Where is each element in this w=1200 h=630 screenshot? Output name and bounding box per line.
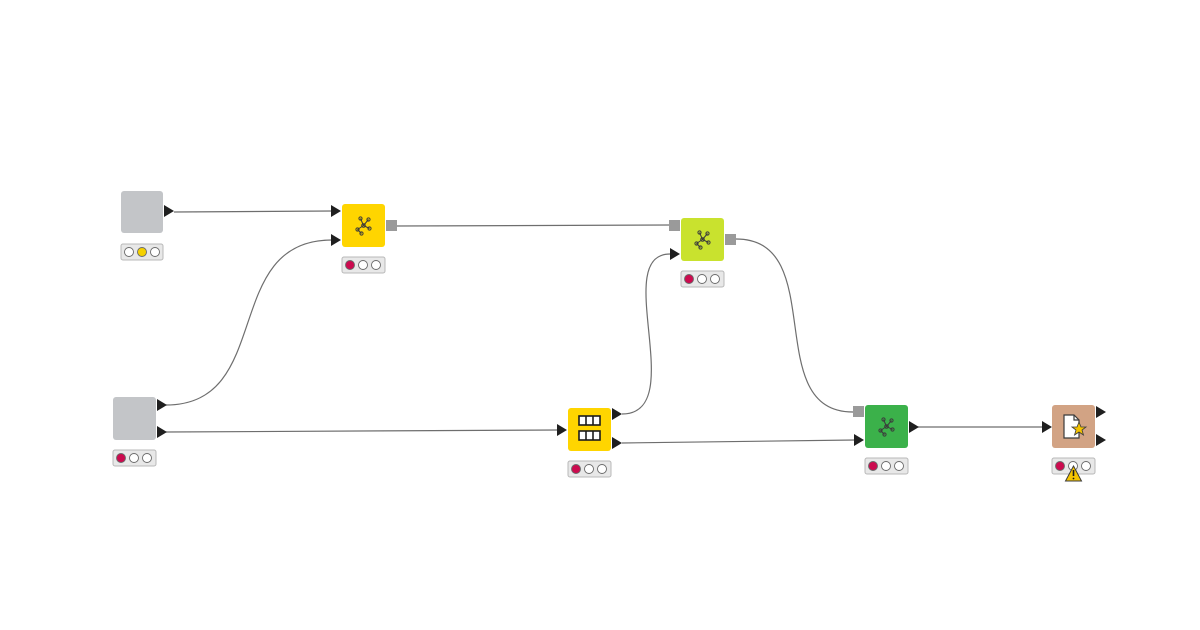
status-light-green [1081, 461, 1091, 471]
status-light-red [571, 464, 581, 474]
status-light-red [1055, 461, 1065, 471]
status-light-yellow [137, 247, 147, 257]
node-source-top[interactable] [120, 191, 174, 261]
status-light-yellow [697, 274, 707, 284]
document-star-icon [1063, 414, 1088, 439]
input-port[interactable] [670, 248, 680, 260]
node-table-manipulator[interactable] [557, 408, 622, 478]
output-port[interactable] [157, 399, 167, 411]
output-port[interactable] [612, 408, 622, 420]
status-light-yellow [129, 453, 139, 463]
output-port[interactable] [1096, 406, 1106, 418]
warning-icon[interactable] [1064, 464, 1083, 482]
node-document-other[interactable] [1042, 405, 1106, 482]
status-light-green [371, 260, 381, 270]
node-status-lights [680, 270, 725, 288]
node-status-lights [567, 460, 612, 478]
node-learner-top[interactable] [331, 204, 397, 274]
output-port[interactable] [909, 421, 919, 433]
connection-manipulator-to-predictor[interactable] [621, 253, 671, 415]
status-light-red [684, 274, 694, 284]
connection-manipulator-to-executor[interactable] [621, 439, 856, 444]
status-light-red [345, 260, 355, 270]
model-output-port[interactable] [386, 220, 397, 231]
output-port[interactable] [157, 426, 167, 438]
status-light-configured [124, 247, 134, 257]
status-light-executed [150, 247, 160, 257]
node-body[interactable] [113, 397, 156, 440]
connection-predictor-to-executor[interactable] [735, 238, 854, 413]
status-light-green [710, 274, 720, 284]
status-light-red [116, 453, 126, 463]
node-source-bottom[interactable] [112, 397, 167, 467]
table-grid-icon [578, 415, 601, 441]
network-icon [355, 216, 372, 236]
connection-source-top-to-learner[interactable] [173, 210, 333, 213]
network-icon [878, 417, 895, 437]
output-port[interactable] [164, 205, 174, 217]
connections [165, 210, 1042, 444]
model-input-port[interactable] [853, 406, 864, 417]
output-port[interactable] [1096, 434, 1106, 446]
node-body[interactable] [121, 191, 163, 233]
input-port[interactable] [557, 424, 567, 436]
network-icon [694, 230, 711, 250]
status-light-red [868, 461, 878, 471]
node-network-executor[interactable] [853, 405, 919, 475]
node-status-lights [120, 243, 164, 261]
node-status-lights [112, 449, 157, 467]
connection-learner-to-predictor[interactable] [395, 224, 671, 227]
node-network-predictor[interactable] [669, 218, 736, 288]
output-port[interactable] [612, 437, 622, 449]
node-body[interactable] [568, 408, 611, 451]
input-port[interactable] [854, 434, 864, 446]
status-light-yellow [584, 464, 594, 474]
status-light-green [597, 464, 607, 474]
status-light-green [142, 453, 152, 463]
node-status-lights [864, 457, 909, 475]
input-port[interactable] [331, 205, 341, 217]
connection-source-bottom-to-manipulator[interactable] [165, 429, 559, 433]
model-input-port[interactable] [669, 220, 680, 231]
input-port[interactable] [331, 234, 341, 246]
status-light-yellow [881, 461, 891, 471]
model-output-port[interactable] [725, 234, 736, 245]
input-port[interactable] [1042, 421, 1052, 433]
status-light-green [894, 461, 904, 471]
connection-source-bottom-to-learner[interactable] [165, 239, 333, 406]
node-status-lights [341, 256, 386, 274]
status-light-yellow [358, 260, 368, 270]
